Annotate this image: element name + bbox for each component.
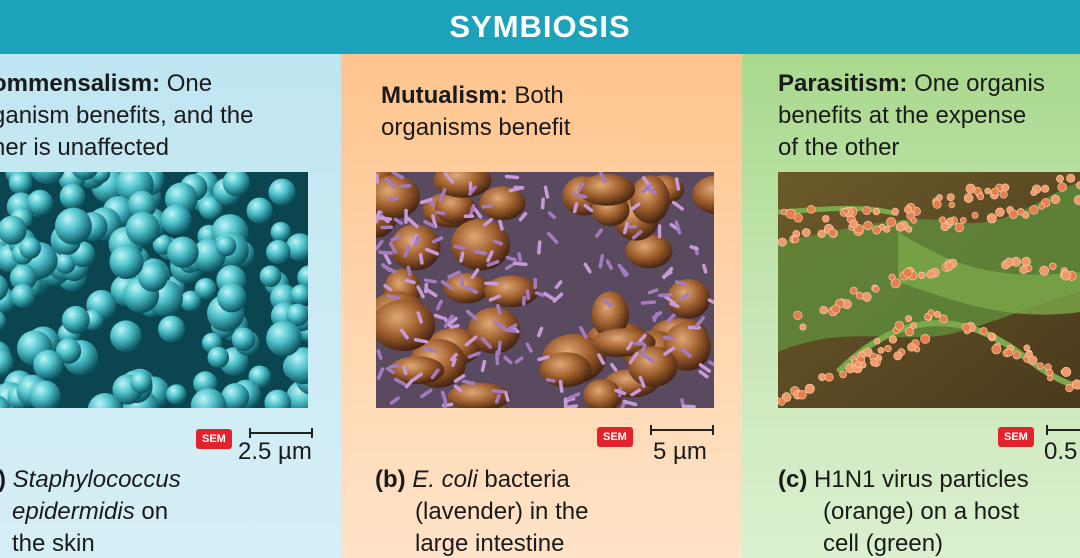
staphylococcus-micrograph <box>0 172 308 408</box>
caption-text: Staphylococcus <box>12 466 181 493</box>
scale-label: 2.5 µm <box>238 438 312 465</box>
caption-text: (lavender) in the <box>415 498 589 525</box>
caption-text: the skin <box>12 530 95 557</box>
parasitism-heading: Parasitism: One organis benefits at the … <box>778 68 1045 164</box>
caption-text: H1N1 virus particles <box>814 466 1029 493</box>
heading-text: ganism benefits, and the <box>0 102 254 129</box>
commensalism-heading: ommensalism: One ganism benefits, and th… <box>0 68 254 164</box>
caption-text: large intestine <box>415 530 565 557</box>
mutualism-term: Mutualism: <box>381 82 508 109</box>
heading-text: One organis <box>907 70 1045 97</box>
heading-text: One <box>160 70 213 97</box>
sem-badge: SEM <box>597 427 633 447</box>
parasitism-caption: (c) H1N1 virus particles (orange) on a h… <box>778 464 1029 558</box>
commensalism-term: ommensalism: <box>0 70 161 97</box>
sem-badge: SEM <box>998 427 1034 447</box>
mutualism-panel: Mutualism: Both organisms benefit SEM 5 … <box>341 54 742 558</box>
commensalism-caption: ) Staphylococcus epidermidis on the skin <box>0 464 181 558</box>
heading-text: her is unaffected <box>0 134 170 161</box>
symbiosis-banner: SYMBIOSIS <box>0 0 1080 54</box>
scale-bar <box>249 428 313 444</box>
caption-text: (orange) on a host <box>823 498 1020 525</box>
scale-bar <box>650 425 714 441</box>
commensalism-panel: ommensalism: One ganism benefits, and th… <box>0 54 341 558</box>
parasitism-panel: Parasitism: One organis benefits at the … <box>742 54 1080 558</box>
heading-text: of the other <box>778 134 900 161</box>
caption-label: (b) <box>375 466 406 493</box>
scale-bar <box>1046 425 1080 441</box>
parasitism-term: Parasitism: <box>778 70 908 97</box>
caption-text: on <box>134 498 169 525</box>
h1n1-micrograph <box>778 172 1080 408</box>
sem-badge: SEM <box>196 429 232 449</box>
heading-text: Both <box>507 82 564 109</box>
scale-label: 0.5 <box>1044 438 1078 465</box>
heading-text: benefits at the expense <box>778 102 1027 129</box>
e-coli-micrograph <box>376 172 714 408</box>
scale-label: 5 µm <box>653 438 707 465</box>
mutualism-caption: (b) E. coli bacteria (lavender) in the l… <box>375 464 588 558</box>
heading-text: organisms benefit <box>381 114 571 141</box>
caption-text: E. coli <box>412 466 478 493</box>
caption-text: cell (green) <box>823 530 944 557</box>
caption-text: epidermidis <box>12 498 135 525</box>
page-title: SYMBIOSIS <box>449 9 631 44</box>
mutualism-heading: Mutualism: Both organisms benefit <box>381 80 570 144</box>
caption-label: (c) <box>778 466 808 493</box>
caption-label: ) <box>0 466 6 493</box>
caption-text: bacteria <box>477 466 570 493</box>
